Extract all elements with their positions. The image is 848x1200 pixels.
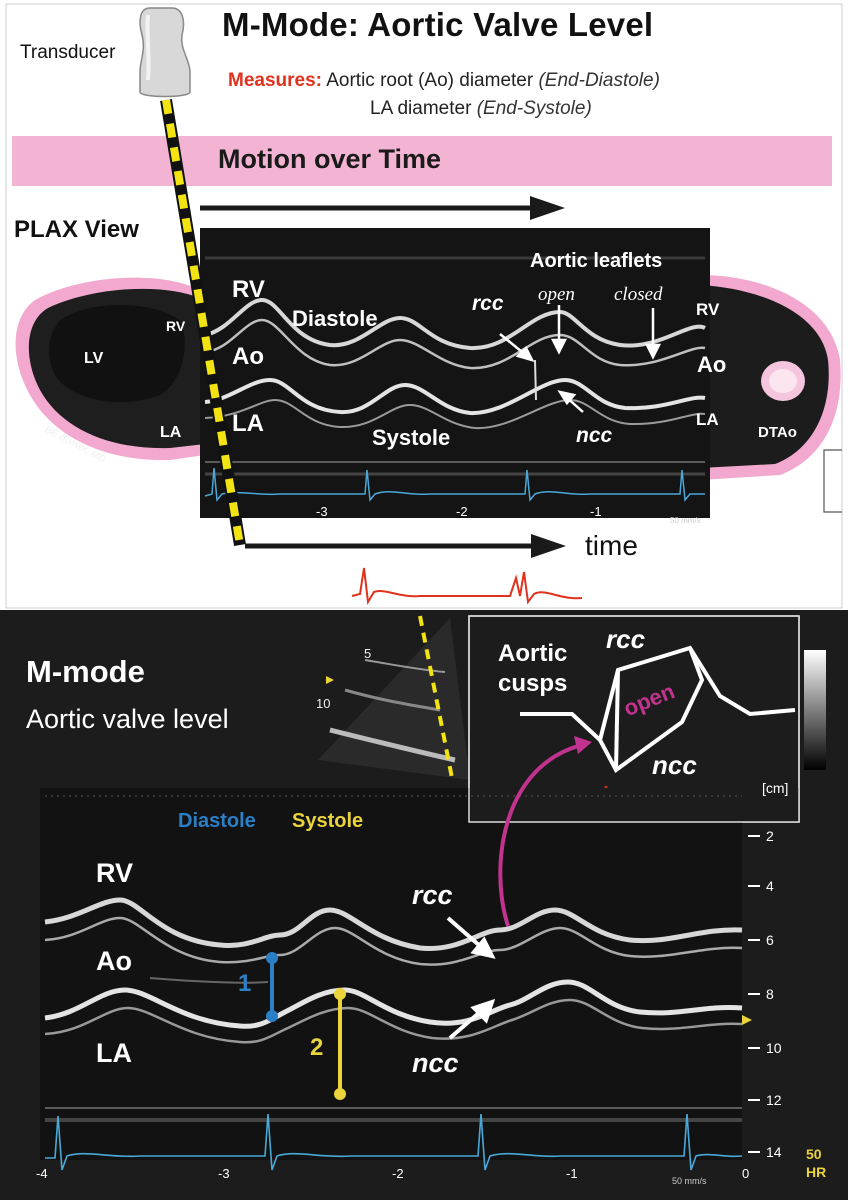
band-label: Motion over Time bbox=[218, 144, 442, 174]
heart-lv-label: LV bbox=[84, 350, 104, 367]
bottom-rcc-label: rcc bbox=[412, 880, 453, 910]
transducer-icon bbox=[139, 7, 191, 98]
measurement-2-marker bbox=[334, 988, 346, 1100]
top-speed-label: 50 mm/s bbox=[670, 516, 701, 525]
depth-scale-2: 2 bbox=[766, 828, 774, 844]
depth-scale-12: 12 bbox=[766, 1092, 782, 1108]
edge-bracket bbox=[823, 449, 842, 513]
bottom-systole-label: Systole bbox=[292, 810, 364, 832]
heart-la-right-label: LA bbox=[696, 410, 719, 429]
time-label: time bbox=[585, 530, 638, 561]
top-tick-2: -2 bbox=[456, 504, 468, 519]
top-illustration bbox=[5, 3, 843, 609]
measurement-1-marker bbox=[266, 952, 278, 1022]
x-tick-minus2: -2 bbox=[392, 1166, 404, 1181]
bottom-la-label: LA bbox=[96, 1038, 132, 1068]
top-mmode-image bbox=[200, 228, 710, 518]
depth-scale-8: 8 bbox=[766, 986, 774, 1002]
x-tick-minus4: -4 bbox=[36, 1166, 48, 1181]
red-ecg-trace bbox=[351, 567, 583, 606]
dtao-label: DTAo bbox=[758, 424, 797, 441]
heart-right-illustration bbox=[700, 275, 841, 480]
top-image-arrows bbox=[499, 305, 662, 413]
aortic-leaflets-label: Aortic leaflets bbox=[530, 250, 663, 272]
bottom-ncc-label: ncc bbox=[412, 1048, 459, 1078]
measurement-2-label: 2 bbox=[310, 1034, 324, 1061]
measure-1: Aortic root (Ao) diameter bbox=[326, 70, 534, 91]
bottom-diastole-label: Diastole bbox=[178, 810, 256, 832]
grayscale-bar bbox=[804, 650, 826, 770]
bottom-image-arrows bbox=[446, 916, 496, 1040]
cusps-label-line1: Aortic bbox=[498, 640, 568, 667]
top-tick-3: -1 bbox=[590, 504, 602, 519]
bottom-ecg-trace bbox=[45, 1113, 743, 1171]
measure-1-note: (End-Diastole) bbox=[538, 70, 660, 91]
heart-la-label: LA bbox=[160, 424, 182, 441]
hr-value: 50 bbox=[806, 1146, 822, 1162]
heart-left-illustration bbox=[15, 277, 205, 461]
depth-scale-ticks bbox=[748, 835, 760, 1153]
measure-line-2: LA diameter (End-Systole) bbox=[370, 98, 592, 120]
depth-scale-6: 6 bbox=[766, 932, 774, 948]
inset-depth-10: 10 bbox=[316, 696, 331, 711]
top-tick-1: -3 bbox=[316, 504, 328, 519]
page-title: M-Mode: Aortic Valve Level bbox=[222, 6, 654, 43]
bottom-ao-label: Ao bbox=[96, 946, 132, 976]
x-tick-0: 0 bbox=[742, 1166, 750, 1181]
top-ncc-label: ncc bbox=[576, 424, 613, 447]
x-tick-minus3: -3 bbox=[218, 1166, 230, 1181]
sector-inset-image bbox=[318, 615, 470, 780]
plax-label: PLAX View bbox=[14, 216, 139, 243]
depth-scale-14: 14 bbox=[766, 1144, 782, 1160]
bottom-rv-label: RV bbox=[96, 858, 134, 888]
bottom-panel: M-mode Aortic valve level 5 10 Aortic cu… bbox=[0, 610, 848, 1200]
top-panel: Transducer M-Mode: Aortic Valve Level Me… bbox=[5, 3, 843, 609]
top-ao-label: Ao bbox=[232, 343, 264, 370]
bottom-subtitle: Aortic valve level bbox=[26, 704, 229, 734]
measures-prefix: Measures: bbox=[228, 70, 322, 91]
top-rv-label: RV bbox=[232, 276, 265, 303]
bottom-title: M-mode bbox=[26, 654, 145, 689]
cusps-ncc-label: ncc bbox=[652, 750, 697, 780]
measure-line-1: Measures: Aortic root (Ao) diameter (End… bbox=[228, 70, 660, 92]
time-arrow bbox=[245, 534, 566, 558]
top-diastole-label: Diastole bbox=[292, 306, 378, 331]
heart-rv-right-label: RV bbox=[696, 300, 720, 319]
bottom-illustration bbox=[40, 615, 826, 1171]
bottom-mmode-traces bbox=[44, 795, 743, 1122]
transducer-label: Transducer bbox=[20, 42, 116, 63]
inset-depth-5: 5 bbox=[364, 646, 372, 661]
motion-arrow bbox=[200, 196, 565, 220]
x-tick-minus1: -1 bbox=[566, 1166, 578, 1181]
leaflet-open-label: open bbox=[538, 284, 575, 305]
hr-label: HR bbox=[806, 1164, 827, 1180]
top-frame bbox=[5, 3, 843, 609]
measurement-1-label: 1 bbox=[238, 970, 252, 997]
measure-2: LA diameter bbox=[370, 98, 472, 119]
depth-scale-4: 4 bbox=[766, 878, 774, 894]
leaflet-closed-label: closed bbox=[614, 284, 663, 305]
top-mmode-traces bbox=[204, 256, 706, 476]
magenta-link-arrow bbox=[498, 736, 592, 927]
top-ao-right-label: Ao bbox=[697, 352, 727, 377]
measure-2-note: (End-Systole) bbox=[476, 98, 592, 119]
top-la-label: LA bbox=[232, 410, 264, 437]
depth-scale-10: 10 bbox=[766, 1040, 782, 1056]
heart-rv-label: RV bbox=[166, 318, 186, 334]
top-systole-label: Systole bbox=[372, 425, 451, 450]
bottom-mmode-image bbox=[40, 788, 742, 1160]
motion-band bbox=[12, 136, 832, 186]
top-rcc-label: rcc bbox=[472, 292, 504, 315]
depth-marker bbox=[742, 1015, 752, 1025]
bottom-speed-label: 50 mm/s bbox=[672, 1176, 707, 1186]
top-ecg-trace bbox=[204, 467, 705, 502]
cusps-label-line2: cusps bbox=[498, 670, 568, 697]
depth-scale-unit: [cm] bbox=[762, 780, 789, 796]
cusps-rcc-label: rcc bbox=[606, 624, 646, 654]
